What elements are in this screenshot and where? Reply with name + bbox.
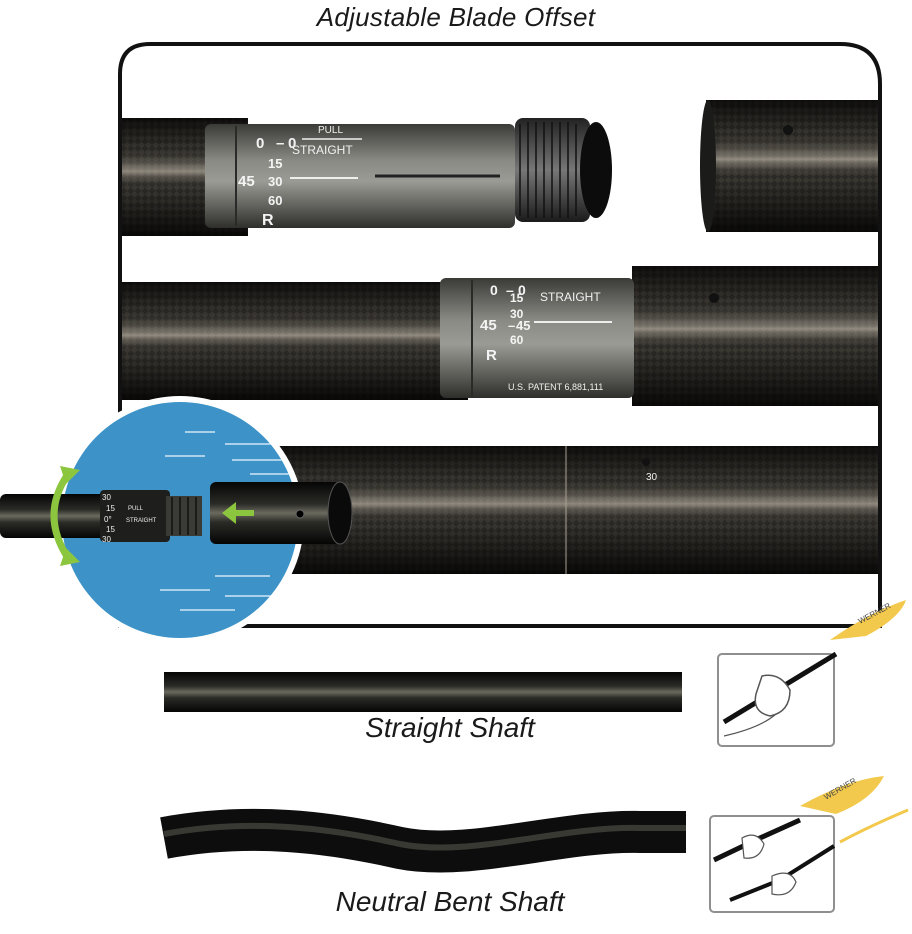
middle-shaft: 0 – 0 STRAIGHT 15 30 45 – 45 60 R U.S. P… — [120, 266, 880, 406]
svg-text:0: 0 — [518, 282, 526, 298]
svg-text:R: R — [262, 212, 274, 229]
svg-text:0: 0 — [490, 282, 498, 298]
svg-text:STRAIGHT: STRAIGHT — [292, 143, 353, 157]
svg-text:R: R — [486, 347, 497, 364]
svg-text:STRAIGHT: STRAIGHT — [540, 290, 601, 304]
svg-text:–: – — [276, 135, 284, 152]
svg-text:45: 45 — [238, 173, 255, 190]
top-shaft: 0 – 0 PULL STRAIGHT 15 30 45 60 R — [120, 100, 880, 236]
svg-text:60: 60 — [510, 333, 524, 347]
rotate-arrow-icon — [50, 472, 71, 560]
svg-text:PULL: PULL — [128, 506, 144, 512]
svg-text:0: 0 — [256, 135, 264, 152]
panel-frame — [118, 42, 882, 628]
svg-text:30: 30 — [268, 174, 282, 189]
bent-shaft-example — [160, 808, 686, 873]
svg-text:45: 45 — [480, 317, 497, 334]
svg-text:0°: 0° — [104, 515, 112, 524]
svg-text:15: 15 — [510, 291, 524, 305]
svg-text:30: 30 — [646, 472, 658, 483]
adjuster-sleeve — [440, 278, 634, 398]
bent-shaft-caption: Neutral Bent Shaft — [335, 886, 565, 917]
image-title: Adjustable Blade Offset — [316, 2, 596, 32]
svg-text:STRAIGHT: STRAIGHT — [126, 518, 157, 524]
inset-rotation-diagram: 30 15 0° 15 30 PULL STRAIGHT — [0, 396, 353, 644]
svg-text:45: 45 — [516, 318, 530, 333]
svg-text:15: 15 — [268, 156, 282, 171]
bottom-shaft: 30 — [240, 446, 880, 574]
svg-text:15: 15 — [106, 504, 115, 513]
shaft-closeup-panel: 0 – 0 PULL STRAIGHT 15 30 45 60 R — [120, 44, 880, 626]
adjuster-sleeve — [205, 124, 515, 228]
svg-text:–: – — [508, 318, 515, 333]
svg-text:PULL: PULL — [318, 125, 343, 136]
svg-text:0: 0 — [288, 135, 296, 152]
svg-text:60: 60 — [268, 193, 282, 208]
inset-shaft-right — [210, 482, 340, 544]
straight-shaft-example — [164, 672, 682, 712]
svg-text:U.S. PATENT 6,881,111: U.S. PATENT 6,881,111 — [508, 382, 603, 392]
svg-text:15: 15 — [106, 525, 115, 534]
straight-shaft-caption: Straight Shaft — [365, 712, 535, 743]
svg-text:30: 30 — [510, 307, 524, 321]
svg-text:30: 30 — [102, 493, 111, 502]
svg-text:30: 30 — [102, 535, 111, 544]
svg-text:–: – — [506, 282, 514, 298]
